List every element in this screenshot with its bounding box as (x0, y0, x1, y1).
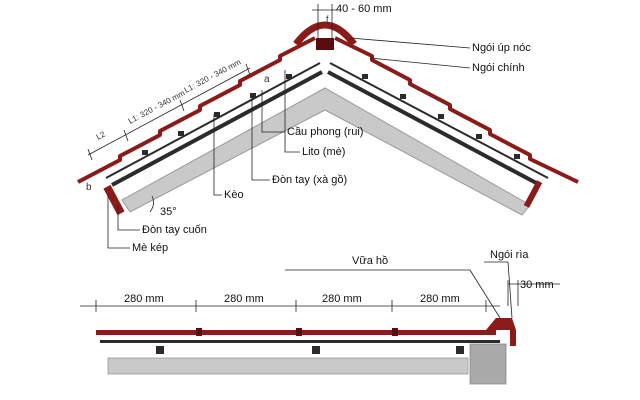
flat-section: Vữa hồ Ngói rìa 30 mm 280 mm 280 mm 280 … (80, 249, 560, 385)
angle-label: 35° (160, 206, 177, 218)
label-ridge-tile: Ngói úp nóc (472, 42, 531, 54)
ridge-tile (293, 21, 357, 47)
label-roll-purlin: Đòn tay cuốn (142, 224, 207, 236)
span-1-label: 280 mm (124, 293, 164, 305)
flat-batten-1 (156, 346, 164, 354)
span-2-label: 280 mm (224, 293, 264, 305)
flat-tile-joint-1 (196, 328, 202, 336)
ridge-gap-dimension: f 40 - 60 mm (312, 3, 392, 40)
batten-left-4 (250, 93, 256, 98)
span-3-label: 280 mm (322, 293, 362, 305)
label-batten: Lito (mè) (302, 146, 345, 158)
batten-left-1 (142, 150, 148, 155)
rafter-left (105, 62, 321, 179)
label-main-tile: Ngói chính (472, 62, 525, 74)
f-label: f (326, 14, 329, 24)
label-double-batten: Mè kép (132, 242, 168, 254)
flat-tile-joint-2 (296, 328, 302, 336)
label-mortar: Vữa hồ (352, 255, 388, 267)
batten-right-2 (400, 94, 406, 99)
eave-right (523, 180, 543, 208)
flat-tile-joint-3 (392, 328, 398, 336)
edge-tile (486, 318, 516, 346)
roof-slab (121, 87, 531, 216)
batten-right-5 (514, 154, 520, 159)
angle-arc (149, 195, 154, 213)
b-label: b (86, 182, 92, 193)
tiles-right (334, 36, 579, 184)
flat-batten-strip (100, 340, 500, 343)
edge-width-label: 30 mm (520, 279, 554, 291)
a-label: a (264, 74, 270, 85)
flat-batten-2 (312, 346, 320, 354)
ridge-gap-label: 40 - 60 mm (336, 3, 392, 15)
flat-batten-3 (456, 346, 464, 354)
batten-left-3 (214, 112, 220, 117)
eave-left (103, 184, 125, 216)
batten-left-5 (286, 74, 292, 79)
batten-left-2 (178, 131, 184, 136)
flat-slab (107, 357, 469, 375)
l2-label: L2 (95, 129, 108, 141)
truss-right (327, 70, 541, 187)
label-purlin: Đòn tay (xà gồ) (272, 174, 347, 186)
batten-right-1 (362, 74, 368, 79)
rafter-right (329, 62, 549, 179)
leader-lines (107, 37, 471, 249)
truss-left (111, 70, 323, 187)
roof-section (77, 21, 579, 216)
batten-right-3 (438, 114, 444, 119)
label-edge-tile: Ngói rìa (490, 249, 529, 261)
label-truss: Kèo (224, 189, 244, 201)
tiles-left (77, 36, 316, 184)
ridge-block (316, 38, 334, 50)
span-4-label: 280 mm (420, 293, 460, 305)
batten-right-4 (476, 134, 482, 139)
label-rafter: Cầu phong (rui) (287, 126, 363, 138)
end-wall (469, 343, 507, 385)
